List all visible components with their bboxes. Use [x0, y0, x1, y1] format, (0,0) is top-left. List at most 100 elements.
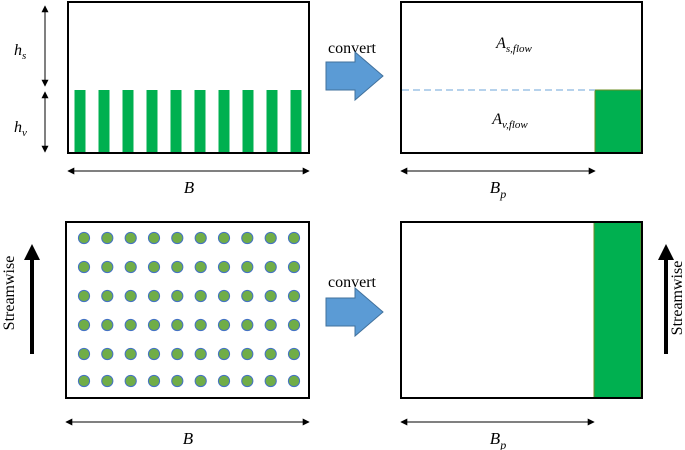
vegetation-strip: [290, 90, 302, 153]
top-right-panel: As,flow Av,flow Bp: [400, 1, 643, 201]
vegetation-stem-dot: [194, 289, 207, 303]
vegetation-stem-dot: [287, 231, 301, 245]
top-convert-arrow: [325, 50, 384, 102]
top-convert-group: convert: [325, 40, 384, 102]
vegetation-stem-dot: [77, 347, 91, 361]
top-left-panel: hs hv B: [14, 1, 310, 197]
vegetation-stem-dot: [124, 231, 137, 245]
vegetation-stem-dot: [101, 260, 114, 274]
equivalent-vegetation-block: [594, 89, 642, 154]
vegetation-stem-dot: [124, 289, 137, 303]
vegetation-stem-dot: [287, 289, 301, 303]
vegetation-stem-dot: [171, 318, 184, 332]
vegetation-stem-dot: [171, 347, 184, 361]
vegetation-strip: [242, 90, 254, 153]
vegetation-strips: [74, 90, 302, 153]
vegetation-stem-dot: [241, 231, 254, 245]
av-flow-label: Av,flow: [491, 111, 528, 131]
bottom-right-panel: Streamwise Bp: [400, 221, 685, 450]
vegetation-stem-dot: [241, 260, 254, 274]
right-streamwise-label: Streamwise: [669, 261, 685, 336]
vegetation-stem-dot: [287, 260, 301, 274]
vegetation-stem-dot: [171, 231, 184, 245]
vegetation-stem-dot: [147, 374, 161, 388]
vegetation-stem-dot: [171, 289, 184, 303]
vegetation-stem-dot: [241, 374, 254, 388]
vegetation-stem-dot: [194, 318, 207, 332]
vegetation-strip: [170, 90, 182, 153]
vegetation-stem-array: [77, 231, 301, 388]
vegetation-stem-dot: [147, 289, 161, 303]
vegetation-stem-dot: [287, 374, 301, 388]
vegetation-stem-dot: [194, 231, 207, 245]
vegetation-strip: [194, 90, 206, 153]
vegetation-strip: [122, 90, 134, 153]
vegetation-stem-dot: [264, 318, 277, 332]
bottom-left-channel-box: [65, 221, 310, 399]
bottom-right-width-label: Bp: [490, 429, 506, 450]
vegetation-stem-dot: [101, 231, 114, 245]
vegetation-stem-dot: [264, 231, 277, 245]
vegetation-stem-dot: [264, 260, 277, 274]
bottom-convert-arrow: [325, 286, 384, 338]
vegetation-stem-dot: [194, 374, 207, 388]
vegetation-stem-dot: [77, 289, 91, 303]
vegetation-stem-dot: [217, 374, 231, 388]
vegetation-stem-dot: [101, 374, 114, 388]
vegetation-stem-dot: [124, 318, 137, 332]
vegetation-stem-dot: [217, 347, 231, 361]
vegetation-stem-dot: [241, 347, 254, 361]
vegetation-stem-dot: [264, 289, 277, 303]
vegetation-stem-dot: [264, 374, 277, 388]
vegetation-stem-dot: [217, 231, 231, 245]
vegetation-stem-dot: [101, 289, 114, 303]
vegetation-stem-dot: [241, 289, 254, 303]
vegetation-stem-dot: [147, 260, 161, 274]
vegetation-stem-dot: [147, 231, 161, 245]
left-streamwise-label: Streamwise: [1, 256, 18, 331]
top-right-width-label: Bp: [490, 178, 506, 201]
top-convert-label: convert: [328, 40, 377, 57]
vegetation-strip: [146, 90, 158, 153]
vegetation-strip: [98, 90, 110, 153]
vegetation-strip: [74, 90, 86, 153]
vegetation-stem-dot: [101, 347, 114, 361]
vegetation-stem-dot: [264, 347, 277, 361]
vegetation-stem-dot: [77, 374, 91, 388]
right-streamwise-arrowhead: [658, 244, 674, 260]
vegetation-stem-dot: [217, 289, 231, 303]
vegetation-strip: [266, 90, 278, 153]
vegetation-stem-dot: [217, 260, 231, 274]
bottom-left-width-label: B: [183, 429, 194, 448]
hv-label: hv: [14, 119, 27, 139]
vegetation-stem-dot: [147, 318, 161, 332]
vegetation-stem-dot: [287, 318, 301, 332]
vegetation-stem-dot: [101, 318, 114, 332]
equivalent-vegetation-strip: [593, 221, 642, 399]
left-streamwise-arrowhead: [24, 244, 40, 260]
as-flow-label: As,flow: [495, 35, 532, 55]
vegetation-stem-dot: [77, 318, 91, 332]
bottom-convert-group: convert: [325, 274, 384, 338]
bottom-left-panel: Streamwise B: [1, 221, 310, 448]
vegetation-stem-dot: [241, 318, 254, 332]
vegetation-stem-dot: [124, 260, 137, 274]
vegetation-stem-dot: [171, 374, 184, 388]
vegetation-stem-dot: [287, 347, 301, 361]
vegetation-stem-dot: [147, 347, 161, 361]
vegetation-stem-dot: [124, 374, 137, 388]
vegetation-stem-dot: [217, 318, 231, 332]
top-left-width-label: B: [184, 178, 195, 197]
top-right-channel-box: [400, 1, 643, 154]
vegetation-stem-dot: [77, 260, 91, 274]
vegetation-stem-dot: [194, 347, 207, 361]
vegetation-stem-dot: [77, 231, 91, 245]
vegetation-stem-dot: [171, 260, 184, 274]
bottom-right-channel-box: [400, 221, 643, 399]
vegetation-strip: [218, 90, 230, 153]
vegetation-stem-dot: [194, 260, 207, 274]
hs-label: hs: [14, 42, 26, 62]
top-left-channel-box: [67, 1, 310, 154]
bottom-convert-label: convert: [328, 274, 377, 291]
